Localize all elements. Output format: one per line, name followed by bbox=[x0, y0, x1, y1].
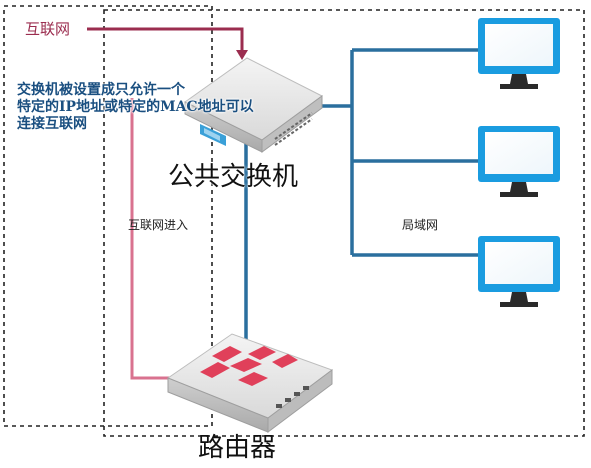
monitor-icon bbox=[478, 126, 560, 197]
switch-policy-note-line-2: 特定的IP地址或特定的MAC地址可以 bbox=[17, 99, 254, 115]
lan-label: 局域网 bbox=[402, 218, 439, 232]
router-icon bbox=[166, 333, 334, 433]
router-logo-icon bbox=[200, 346, 298, 386]
monitor-icon bbox=[478, 18, 560, 89]
internet-zone-boundary bbox=[3, 5, 213, 427]
switch-policy-note-line-1: 交换机被设置成只允许一个 bbox=[17, 82, 185, 98]
switch-policy-note: 交换机被设置成只允许一个 特定的IP地址或特定的MAC地址可以 连接互联网 bbox=[17, 82, 254, 133]
internet-inbound-line bbox=[130, 98, 210, 380]
lan-zone-boundary bbox=[103, 9, 585, 437]
router-label: 路由器 bbox=[198, 433, 277, 463]
switch-policy-note-line-3: 连接互联网 bbox=[17, 116, 87, 132]
monitor-icon bbox=[478, 236, 560, 307]
internet-link-line bbox=[87, 27, 244, 52]
network-switch-icon bbox=[184, 57, 323, 153]
internet-inbound-label: 互联网进入 bbox=[128, 218, 189, 232]
internet-link-arrowhead bbox=[236, 50, 248, 60]
internet-label: 互联网 bbox=[25, 20, 71, 38]
switch-label: 公共交换机 bbox=[168, 162, 299, 192]
